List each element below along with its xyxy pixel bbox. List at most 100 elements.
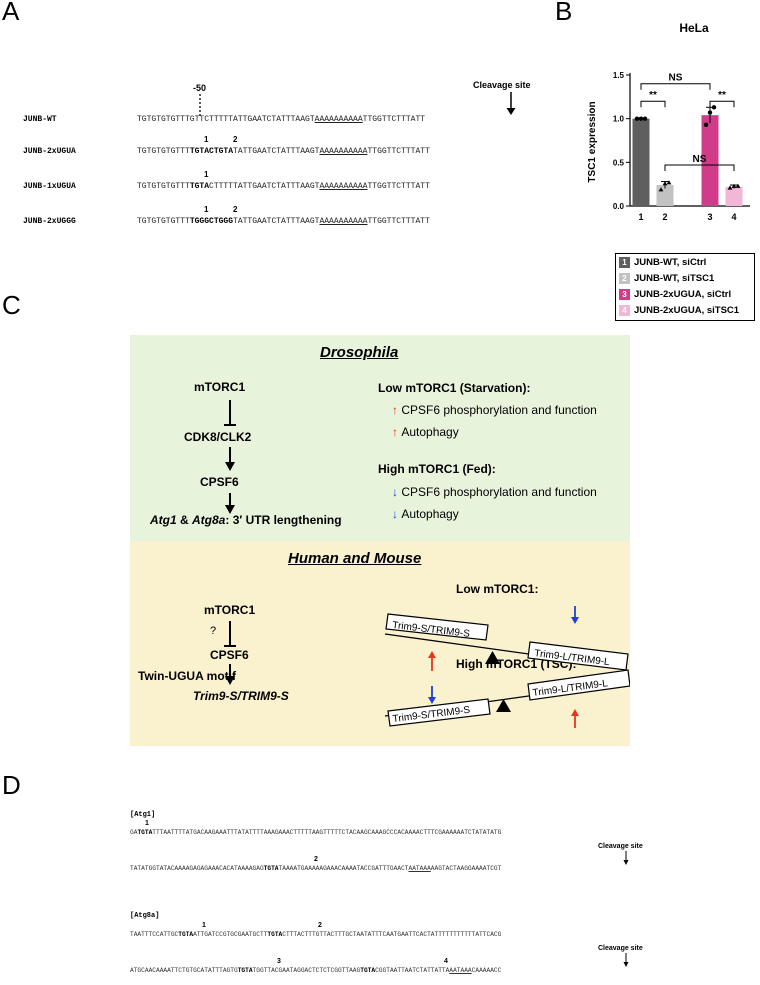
atg8a-seq-line2: ATGCAACAAAATTCTGTGCATATTTAGTGTGTATGGTTAC… <box>130 967 502 974</box>
minus-50-dotted-line <box>199 94 201 118</box>
question-mark: ? <box>210 625 217 637</box>
isoform-seesaws: Trim9-S/TRIM9-S Trim9-L/TRIM9-L Trim9-S/… <box>384 606 630 728</box>
fulcrum-low <box>485 651 500 664</box>
high-item-autophagy: ↓ Autophagy <box>392 507 459 521</box>
node-mtorc1: mTORC1 <box>204 603 256 617</box>
seq-junb-2xugua: TGTGTGTGTTTTGTACTGTATATTGAATCTATTTAAGTAA… <box>137 147 430 156</box>
data-point <box>666 180 672 185</box>
legend-swatch: 1 <box>619 256 630 268</box>
motif-mark-2: 2 <box>233 135 238 144</box>
trim9-l-box-low: Trim9-L/TRIM9-L <box>527 641 629 671</box>
drosophila-pathway-arrows <box>224 400 236 514</box>
atg8a-cleavage-label: Cleavage site <box>598 945 643 952</box>
human-mouse-title: Human and Mouse <box>288 550 422 567</box>
y-tick-label: 1.0 <box>613 115 625 124</box>
cleavage-site-arrow <box>506 92 516 115</box>
y-axis-label: TSC1 expression <box>587 101 598 182</box>
atg8a-seq-line1: TAATTTCCATTGCTGTAATTGATCCGTGCGAATGCTTTGT… <box>130 931 502 938</box>
atg8a-motif-1: 1 <box>202 922 206 929</box>
up-arrow-icon: ↑ <box>392 425 398 439</box>
data-point <box>703 122 709 127</box>
seq-name-junb-2xuggg: JUNB-2xUGGG <box>23 217 76 226</box>
y-tick-label: 1.5 <box>613 71 625 80</box>
data-point <box>727 185 733 190</box>
node-cpsf6: CPSF6 <box>200 475 239 489</box>
trim9-l-box-high: Trim9-L/TRIM9-L <box>527 669 630 701</box>
cleavage-site-label: Cleavage site <box>473 80 531 90</box>
x-tick-label: 1 <box>638 212 643 222</box>
atg8a-motif-4: 4 <box>444 958 448 965</box>
atg1-motif-2: 2 <box>314 856 318 863</box>
high-item-cpsf6: ↓ CPSF6 phosphorylation and function <box>392 485 597 499</box>
data-point <box>658 187 664 192</box>
y-tick-label: 0.5 <box>613 158 625 167</box>
data-point <box>634 116 640 121</box>
atg1-cleavage-label: Cleavage site <box>598 843 643 850</box>
atg1-seq-line2: TATATGGTATACAAAAGAGAGAAACACATAAAAGAGTGTA… <box>130 865 502 872</box>
low-mtorc1-starvation-title: Low mTORC1 (Starvation): <box>378 381 531 395</box>
fulcrum-high <box>496 699 511 712</box>
node-cpsf6: CPSF6 <box>210 648 249 662</box>
x-tick-label: 2 <box>662 212 667 222</box>
x-tick-label: 4 <box>731 212 736 222</box>
node-cdk8-clk2: CDK8/CLK2 <box>184 430 252 444</box>
node-trim9-s: Trim9-S/TRIM9-S <box>193 689 289 703</box>
atg8a-label: [Atg8a] <box>130 912 160 920</box>
data-point <box>642 116 648 121</box>
seq-junb-1xugua: TGTGTGTGTTTTGTACTTTTTATTGAATCTATTTAAGTAA… <box>137 182 430 191</box>
panel-label-c: C <box>2 290 21 320</box>
node-atg-utr: Atg1 & Atg8a: 3′ UTR lengthening <box>150 513 342 527</box>
seq-name-junb-wt: JUNB-WT <box>23 115 57 124</box>
seq-name-junb-2xugua: JUNB-2xUGUA <box>23 147 76 156</box>
data-point <box>735 183 741 188</box>
panel-label-b: B <box>555 0 573 26</box>
data-point <box>731 183 737 188</box>
down-arrow-icon: ↓ <box>392 485 398 499</box>
significance-bracket <box>709 100 735 108</box>
drosophila-box: Drosophila mTORC1 CDK8/CLK2 CPSF6 Atg1 &… <box>130 335 630 541</box>
significance-label: NS <box>693 154 707 165</box>
down-arrow-icon: ↓ <box>392 507 398 521</box>
chart-title: HeLa <box>679 21 709 35</box>
significance-label: ** <box>718 90 726 101</box>
legend-swatch: 3 <box>619 288 630 300</box>
significance-label: ** <box>649 90 657 101</box>
atg8a-cleavage-arrow <box>623 953 629 967</box>
bar <box>632 118 650 206</box>
atg1-cleavage-arrow <box>623 851 629 865</box>
seq-name-junb-1xugua: JUNB-1xUGUA <box>23 182 76 191</box>
significance-bracket <box>640 100 666 108</box>
y-tick-label: 0.0 <box>613 202 625 211</box>
data-point <box>711 105 717 110</box>
significance-bracket <box>664 164 735 171</box>
bar <box>701 115 719 206</box>
motif-mark-1: 1 <box>204 205 209 214</box>
atg1-seq-line1: GATGTATTTAATTTTATGACAAGAAATTTATATTTTAAAG… <box>130 829 502 836</box>
legend-swatch: 4 <box>619 304 630 316</box>
minus-50-label: -50 <box>193 83 207 93</box>
panel-label-a: A <box>2 0 20 26</box>
seq-junb-2xuggg: TGTGTGTGTTTTGGGCTGGGTATTGAATCTATTTAAGTAA… <box>137 217 430 226</box>
up-arrow-icon: ↑ <box>392 403 398 417</box>
x-tick-label: 3 <box>707 212 712 222</box>
node-twin-ugua: Twin-UGUA motif <box>138 669 236 683</box>
motif-mark-1: 1 <box>204 135 209 144</box>
low-item-cpsf6: ↑ CPSF6 phosphorylation and function <box>392 403 597 417</box>
motif-mark-1: 1 <box>204 170 209 179</box>
bar <box>725 186 743 206</box>
polya-signal: AAAAAAAAAA <box>314 115 363 124</box>
human-mouse-box: Human and Mouse mTORC1 ? CPSF6 Twin-UGUA… <box>130 541 630 746</box>
motif-mark-2: 2 <box>233 205 238 214</box>
trim9-s-box-high: Trim9-S/TRIM9-S <box>387 698 491 727</box>
data-point <box>707 110 713 115</box>
atg1-label: [Atg1] <box>130 811 156 819</box>
node-mtorc1: mTORC1 <box>194 380 246 394</box>
low-item-autophagy: ↑ Autophagy <box>392 425 459 439</box>
panel-label-d: D <box>2 770 21 800</box>
atg1-motif-1: 1 <box>145 820 149 827</box>
atg8a-motif-3: 3 <box>277 958 281 965</box>
